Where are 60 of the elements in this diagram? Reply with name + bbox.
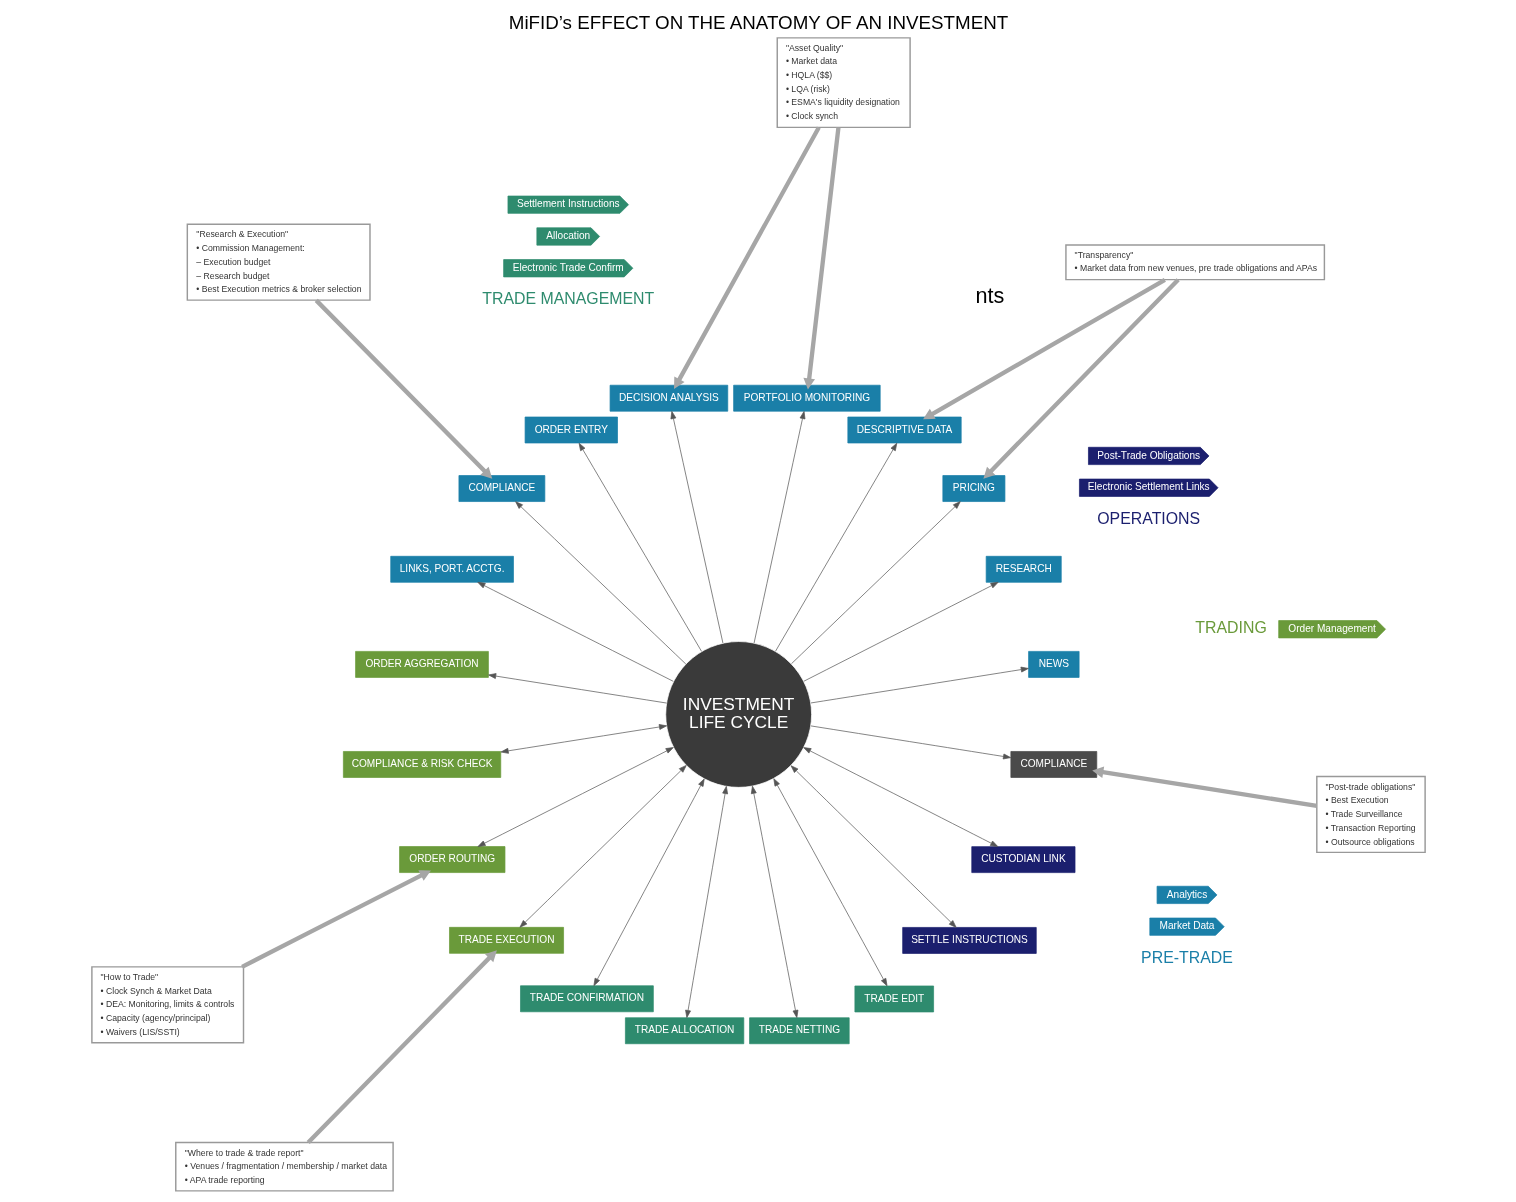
arrow	[500, 724, 667, 754]
arrow	[476, 581, 674, 682]
arrow	[514, 501, 686, 665]
arrow	[809, 666, 1029, 704]
node-box: TRADE NETTING	[748, 1017, 850, 1045]
arrow	[519, 765, 687, 928]
arrow	[673, 126, 821, 389]
arrow	[774, 442, 897, 652]
arrow	[753, 411, 805, 644]
node-box: "Where to trade & trade report" • Venues / fragmentation / membership / market data • APA trade reporting	[174, 1141, 394, 1192]
arrow	[240, 870, 431, 969]
node-box: "Research & Execution" • Commission Management: – Execution budget – Research budget • Best Execution metrics & broker selection	[186, 223, 371, 301]
arrow	[306, 950, 497, 1144]
arrow	[578, 442, 702, 652]
arrow	[922, 277, 1166, 420]
arrow	[684, 786, 728, 1018]
arrow	[1091, 766, 1317, 809]
node-box: PRICING	[942, 475, 1005, 502]
node-box: "Post-trade obligations" • Best Execution • Trade Surveillance • Transaction Reporting • Outsource obligations	[1315, 775, 1426, 854]
node-box: TRADE CONFIRMATION	[519, 985, 654, 1013]
label: OPERATIONS	[1096, 509, 1200, 527]
node-box: CUSTODIAN LINK	[970, 846, 1075, 873]
node-box: COMPLIANCE	[458, 475, 545, 502]
node-box: "Transparency" • Market data from new venues, pre trade obligations and APAs	[1064, 244, 1325, 281]
diagram-title: MiFID’s EFFECT ON THE ANATOMY OF AN INVESTMENT	[508, 12, 1008, 34]
node-box: COMPLIANCE	[1010, 751, 1097, 778]
arrow	[670, 411, 723, 644]
label: TRADING	[1194, 619, 1267, 637]
arrow	[790, 501, 961, 665]
arrow	[593, 778, 705, 987]
arrow	[314, 298, 492, 479]
arrow	[790, 765, 957, 928]
node-box: "How to Trade" • Clock Synch & Market Data • DEA: Monitoring, limits & controls • Capacity (agency/principal) • Waivers (LIS/SSTI)	[90, 966, 244, 1044]
arrow	[750, 785, 798, 1018]
arrow	[982, 278, 1180, 479]
arrow	[802, 127, 841, 390]
node-box: TRADE EDIT	[854, 985, 934, 1013]
arrow	[802, 747, 998, 847]
node-box: ORDER ENTRY	[524, 416, 618, 444]
label: PRE-TRADE	[1140, 948, 1233, 966]
arrow	[772, 778, 887, 987]
node-box: COMPLIANCE & RISK CHECK	[342, 751, 501, 778]
node-box: ORDER AGGREGATION	[354, 651, 489, 678]
node-box: DESCRIPTIVE DATA	[847, 416, 962, 444]
arrow	[487, 673, 667, 704]
node-box: NEWS	[1027, 651, 1079, 678]
arrow	[477, 747, 674, 847]
node-box: SETTLE INSTRUCTIONS	[901, 927, 1037, 954]
label: TRADE MANAGEMENT	[481, 290, 654, 308]
node-box: LINKS, PORT. ACCTG.	[389, 555, 514, 583]
arrow	[809, 725, 1011, 760]
label: nts	[974, 283, 1004, 309]
node-box: "Asset Quality" • Market data • HQLA ($$) • LQA (risk) • ESMA's liquidity designation • Clock synch	[776, 37, 911, 129]
node-box: TRADE EXECUTION	[448, 927, 564, 954]
node-box: RESEARCH	[985, 555, 1062, 583]
node-box: ORDER ROUTING	[398, 846, 505, 873]
arrow	[802, 581, 998, 682]
node-box: DECISION ANALYSIS	[609, 384, 728, 412]
node-box: PORTFOLIO MONITORING	[732, 384, 881, 412]
node-box: TRADE ALLOCATION	[624, 1017, 744, 1045]
